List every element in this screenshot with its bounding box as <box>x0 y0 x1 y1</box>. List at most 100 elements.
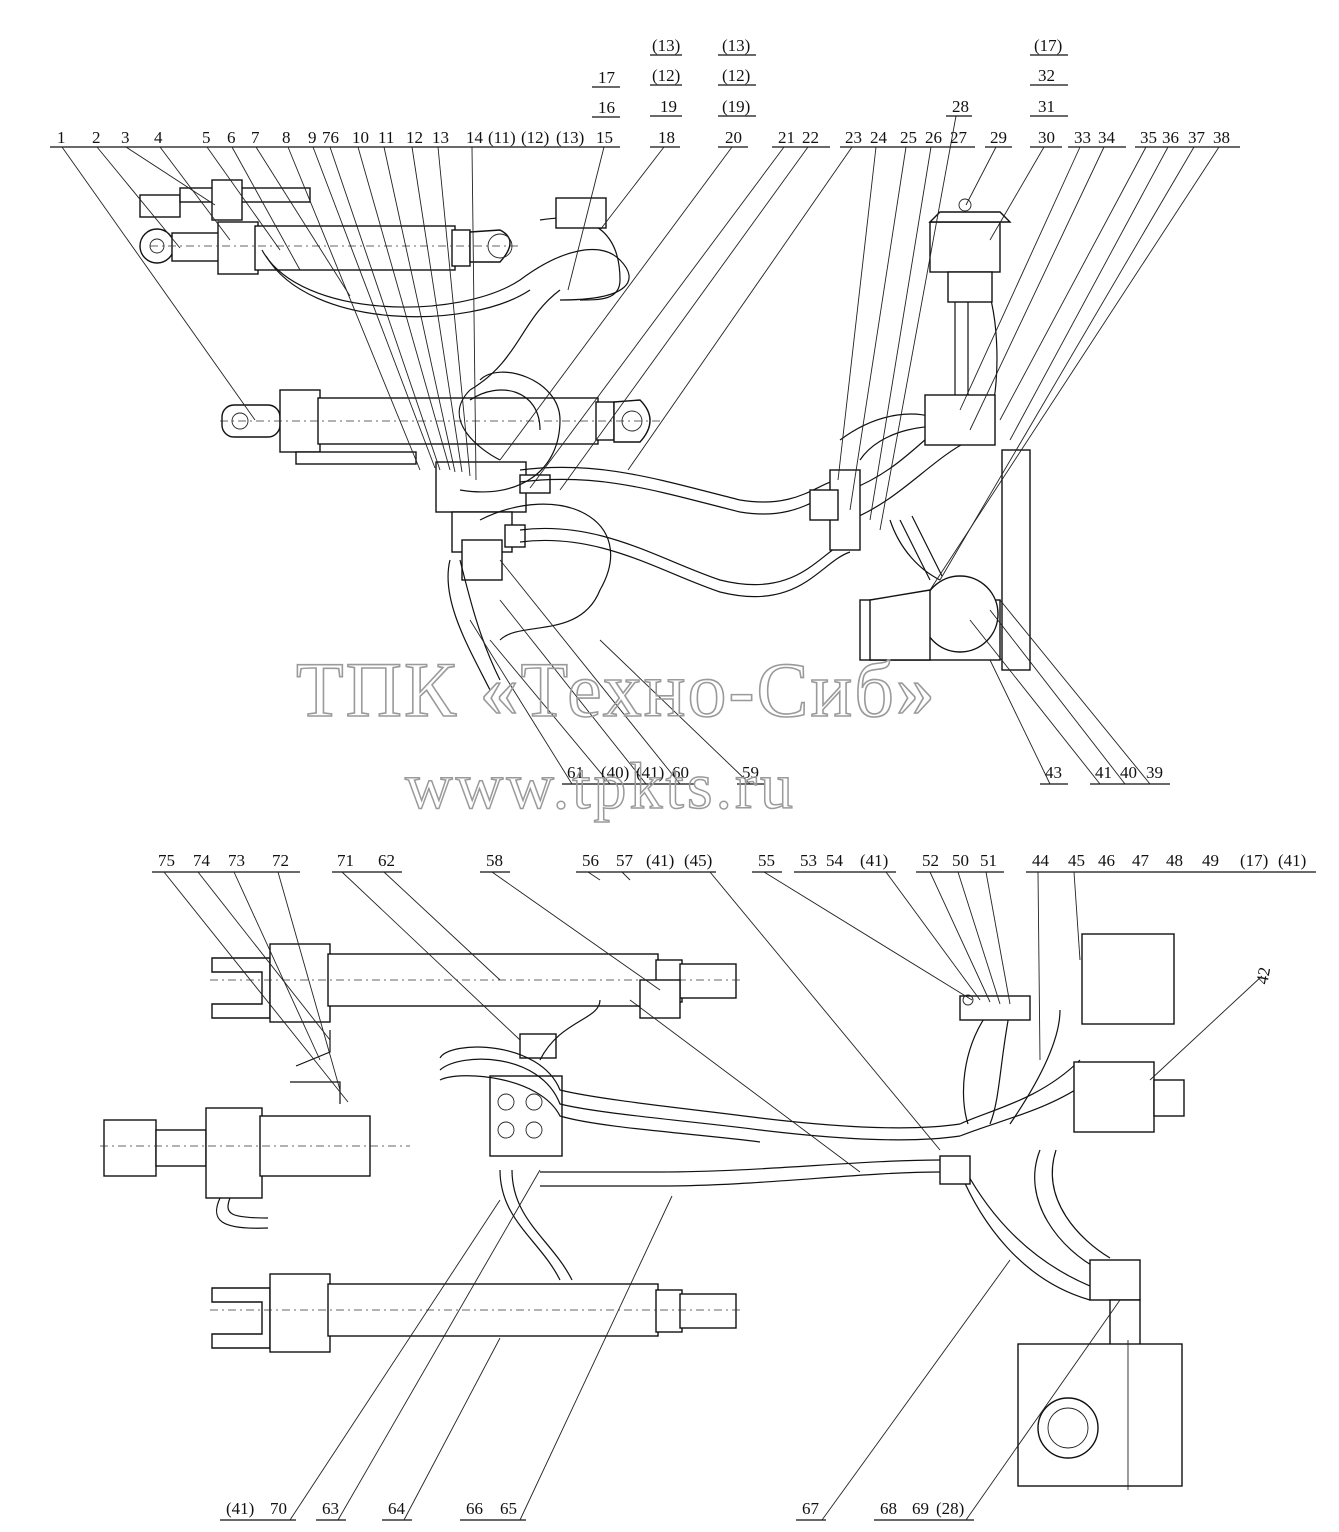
callout-24: 24 <box>870 128 888 147</box>
callout-44: 44 <box>1032 851 1050 870</box>
callout-11: 11 <box>378 128 394 147</box>
callout-7: 7 <box>251 128 260 147</box>
bottom-bottom-callouts: (41) 70 63 64 66 65 67 68 69 (28) <box>220 1169 1121 1521</box>
callout-72: 72 <box>272 851 289 870</box>
callout-46: 46 <box>1098 851 1115 870</box>
callout-17-stack-c: (17) <box>1034 36 1062 55</box>
callout-38: 38 <box>1213 128 1230 147</box>
callout-2: 2 <box>92 128 101 147</box>
callout-60: 60 <box>672 763 689 782</box>
callout-6: 6 <box>227 128 236 147</box>
callout-47: 47 <box>1132 851 1150 870</box>
watermark-company: ТПК «Техно-Сиб» <box>296 646 937 733</box>
relief-valve-top <box>555 197 607 229</box>
callout-33: 33 <box>1074 128 1091 147</box>
top-callout-row: 1 2 3 4 5 6 7 8 9 76 10 11 12 13 14 (11)… <box>50 36 1240 591</box>
callout-63: 63 <box>322 1499 339 1518</box>
callout-40p: (40) <box>601 763 629 782</box>
callout-17: 17 <box>598 68 616 87</box>
callout-48: 48 <box>1166 851 1183 870</box>
callout-65: 65 <box>500 1499 517 1518</box>
callout-36: 36 <box>1162 128 1179 147</box>
callout-64: 64 <box>388 1499 406 1518</box>
callout-69: 69 <box>912 1499 929 1518</box>
callout-8: 8 <box>282 128 291 147</box>
callout-4: 4 <box>154 128 163 147</box>
callout-12: 12 <box>406 128 423 147</box>
callout-18: 18 <box>658 128 675 147</box>
callout-68: 68 <box>880 1499 897 1518</box>
callout-27: 27 <box>950 128 968 147</box>
callout-66: 66 <box>466 1499 483 1518</box>
callout-21: 21 <box>778 128 795 147</box>
callout-13: 13 <box>432 128 449 147</box>
callout-34: 34 <box>1098 128 1116 147</box>
callout-12-stack-a: (12) <box>652 66 680 85</box>
callout-19: 19 <box>660 97 677 116</box>
callout-41-b3: (41) <box>1278 851 1306 870</box>
callout-40: 40 <box>1120 763 1137 782</box>
callout-39: 39 <box>1146 763 1163 782</box>
callout-17-b: (17) <box>1240 851 1268 870</box>
callout-10: 10 <box>352 128 369 147</box>
callout-49: 49 <box>1202 851 1219 870</box>
callout-14: 14 <box>466 128 484 147</box>
watermark: ТПК «Техно-Сиб» www.tpkts.ru <box>295 645 937 824</box>
callout-19-stack-b: (19) <box>722 97 750 116</box>
right-assemblies-bottom <box>939 933 1185 1490</box>
control-valve-block <box>435 461 551 581</box>
callout-54: 54 <box>826 851 844 870</box>
callout-12p: (12) <box>521 128 549 147</box>
callout-20: 20 <box>725 128 742 147</box>
callout-62: 62 <box>378 851 395 870</box>
callout-26: 26 <box>925 128 942 147</box>
bottom-view-drawing <box>100 933 1185 1490</box>
callout-45p: (45) <box>684 851 712 870</box>
distributor-block <box>489 979 681 1157</box>
callout-28: 28 <box>952 97 969 116</box>
callout-56: 56 <box>582 851 599 870</box>
callout-32: 32 <box>1038 66 1055 85</box>
callout-50: 50 <box>952 851 969 870</box>
callout-41-c: (41) <box>226 1499 254 1518</box>
callout-23: 23 <box>845 128 862 147</box>
callout-12-stack-b: (12) <box>722 66 750 85</box>
callout-37: 37 <box>1188 128 1206 147</box>
callout-30: 30 <box>1038 128 1055 147</box>
callout-73: 73 <box>228 851 245 870</box>
callout-31: 31 <box>1038 97 1055 116</box>
top-bottom-callouts: 61 (40) (41) 60 59 43 41 40 39 <box>469 559 1170 785</box>
callout-45: 45 <box>1068 851 1085 870</box>
callout-41-b2: (41) <box>860 851 888 870</box>
bottom-top-callouts: 75 74 73 72 71 62 58 56 57 (41) (45) 55 … <box>152 851 1316 1173</box>
callout-16: 16 <box>598 98 615 117</box>
lower-left-cylinder-2 <box>210 1273 740 1353</box>
lower-cylinder <box>220 389 660 465</box>
callout-5: 5 <box>202 128 211 147</box>
callout-41p: (41) <box>636 763 664 782</box>
callout-61: 61 <box>567 763 584 782</box>
callout-74: 74 <box>193 851 211 870</box>
callout-13p: (13) <box>556 128 584 147</box>
callout-51: 51 <box>980 851 997 870</box>
callout-29: 29 <box>990 128 1007 147</box>
callout-76: 76 <box>322 128 339 147</box>
callout-41-b1: (41) <box>646 851 674 870</box>
callout-57: 57 <box>616 851 634 870</box>
callout-1: 1 <box>57 128 66 147</box>
callout-13-stack-a: (13) <box>652 36 680 55</box>
callout-53: 53 <box>800 851 817 870</box>
watermark-url: www.tpkts.ru <box>405 750 796 823</box>
callout-42: 42 <box>1252 966 1274 986</box>
callout-70: 70 <box>270 1499 287 1518</box>
callout-52: 52 <box>922 851 939 870</box>
callout-43: 43 <box>1045 763 1062 782</box>
callout-35: 35 <box>1140 128 1157 147</box>
callout-41: 41 <box>1095 763 1112 782</box>
callout-25: 25 <box>900 128 917 147</box>
callout-71: 71 <box>337 851 354 870</box>
upper-cylinder <box>139 179 520 275</box>
top-view-drawing <box>139 179 1031 691</box>
callout-9: 9 <box>308 128 317 147</box>
lock-cylinder <box>100 1030 410 1229</box>
